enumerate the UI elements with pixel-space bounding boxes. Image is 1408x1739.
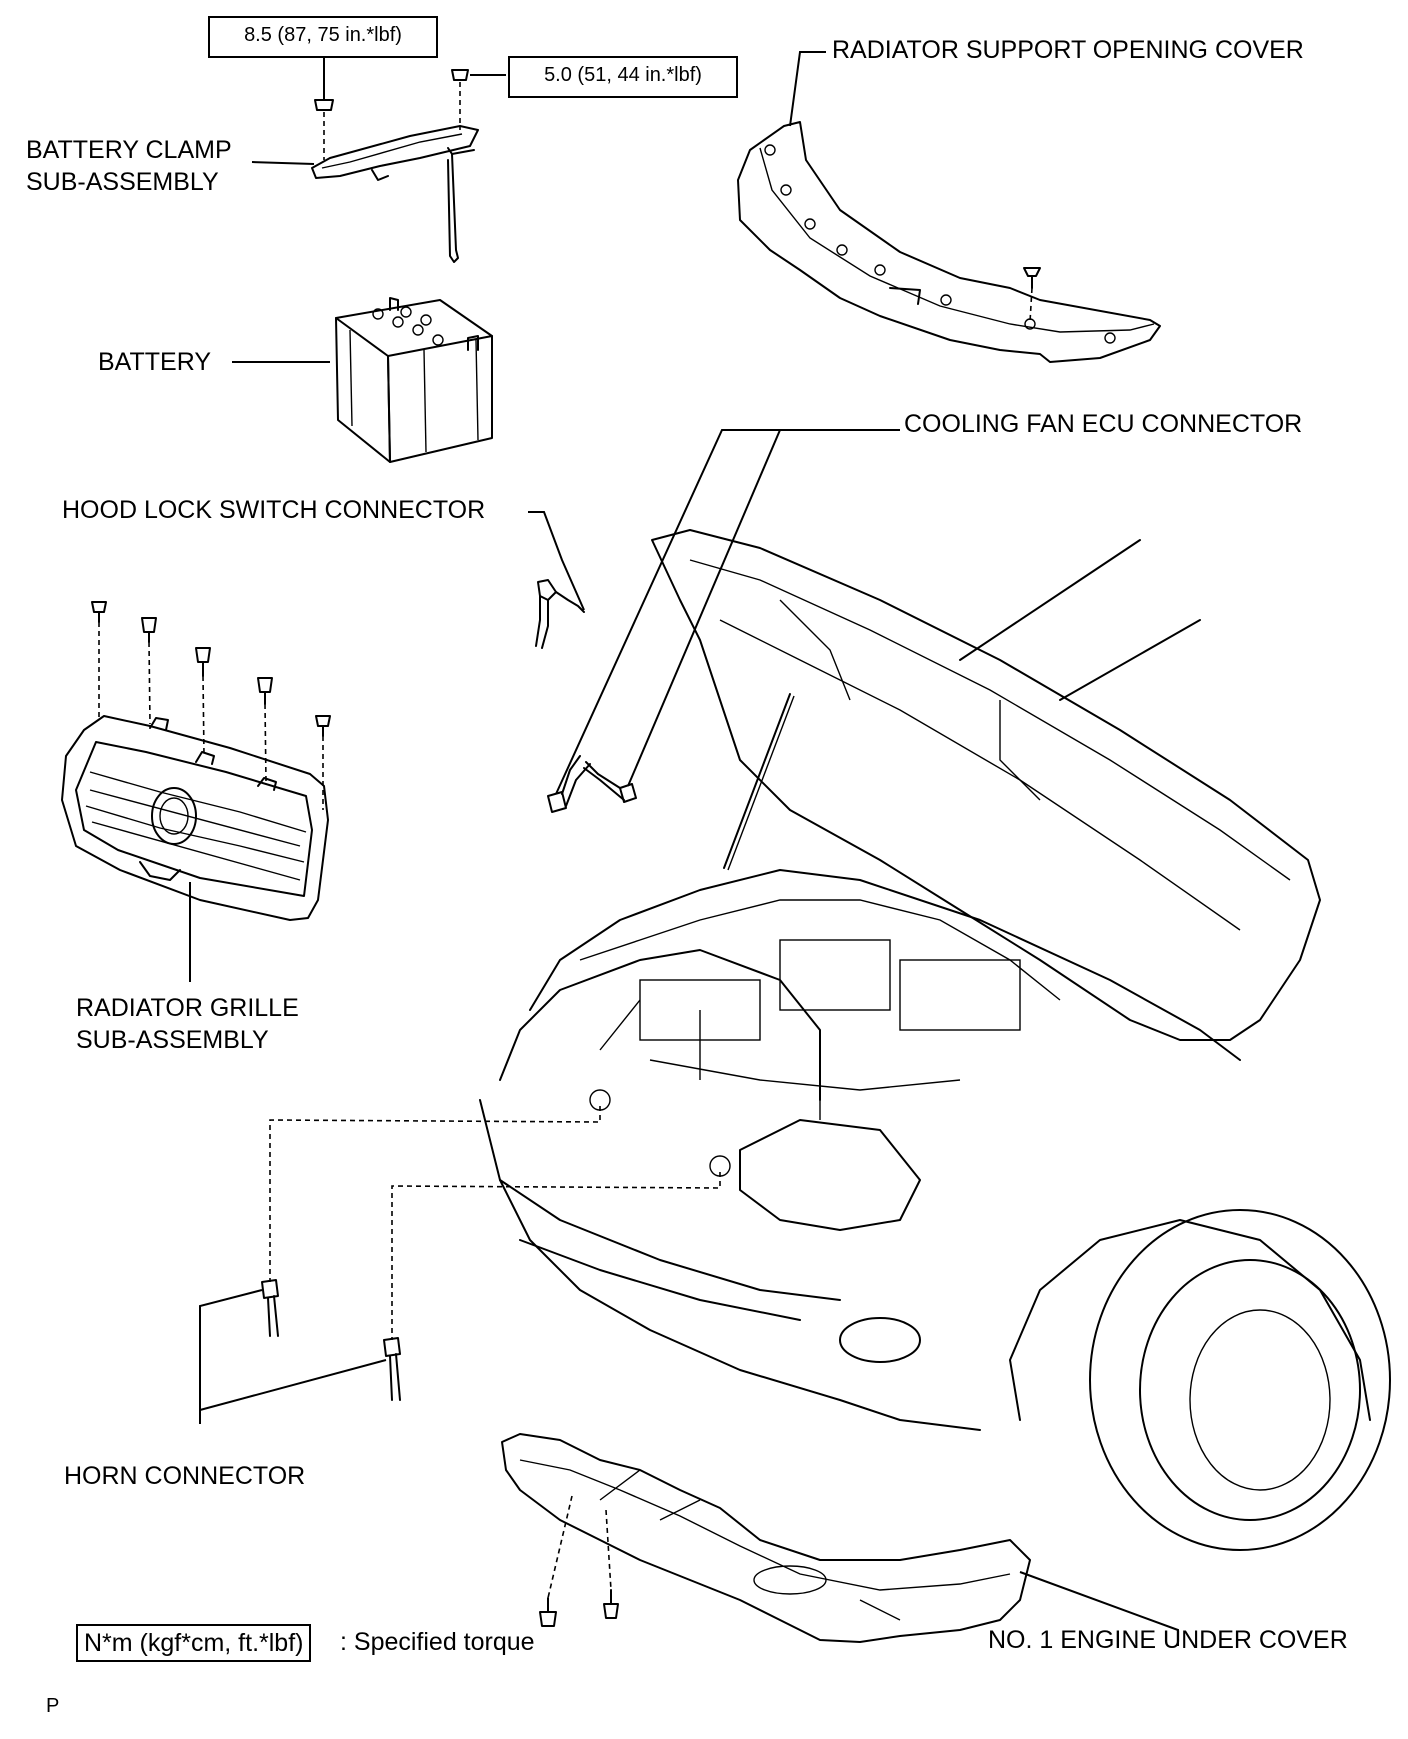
torque-box-battery-clamp-bolt: 8.5 (87, 75 in.*lbf) — [208, 16, 438, 58]
vehicle-front-drawing — [479, 529, 1391, 1551]
radiator-grille-drawing — [61, 601, 331, 982]
radiator-grille-label-line1: RADIATOR GRILLE — [76, 994, 299, 1022]
corner-code: P — [46, 1695, 60, 1717]
hood-lock-switch-connector-label: HOOD LOCK SWITCH CONNECTOR — [62, 496, 486, 524]
torque-unit-legend-box: N*m (kgf*cm, ft.*lbf) — [76, 1624, 312, 1662]
torque-box-battery-clamp-nut: 5.0 (51, 44 in.*lbf) — [508, 56, 738, 98]
battery-clamp-label-line2: SUB-ASSEMBLY — [26, 168, 219, 196]
battery-drawing — [232, 297, 493, 463]
horn-connectors-drawing — [199, 1106, 721, 1424]
torque-legend-description: : Specified torque — [340, 1628, 535, 1656]
battery-clamp-drawing — [251, 56, 506, 263]
hood-lock-switch-connector-drawing — [528, 511, 585, 649]
battery-clamp-label-line1: BATTERY CLAMP — [26, 136, 232, 164]
battery-label: BATTERY — [98, 348, 211, 376]
radiator-grille-label-line2: SUB-ASSEMBLY — [76, 1026, 269, 1054]
radiator-support-cover-drawing — [737, 51, 1161, 363]
no1-engine-under-cover-label: NO. 1 ENGINE UNDER COVER — [988, 1626, 1348, 1654]
cooling-fan-ecu-connector-label: COOLING FAN ECU CONNECTOR — [904, 410, 1303, 438]
radiator-support-opening-cover-label: RADIATOR SUPPORT OPENING COVER — [832, 36, 1304, 64]
horn-connector-label: HORN CONNECTOR — [64, 1462, 306, 1490]
engine-under-cover-drawing — [501, 1433, 1179, 1646]
cooling-fan-ecu-connector-drawing — [547, 429, 900, 813]
